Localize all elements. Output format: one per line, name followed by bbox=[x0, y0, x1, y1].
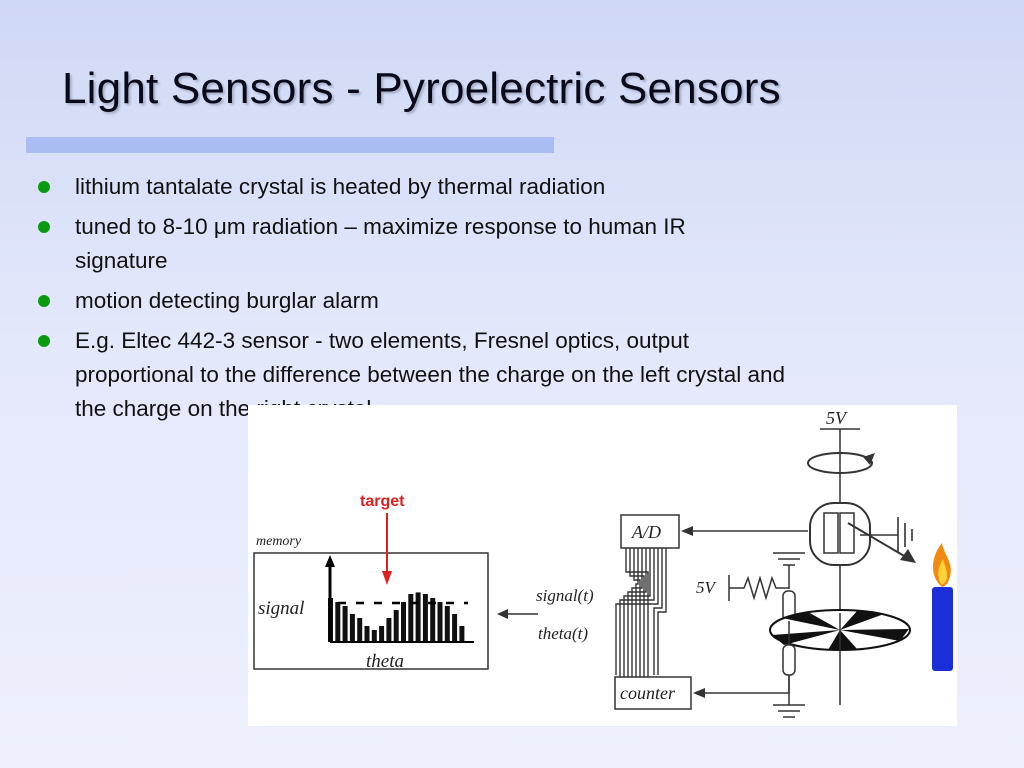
histogram bbox=[328, 592, 465, 642]
resistor-icon bbox=[729, 575, 789, 601]
slide-title: Light Sensors - Pyroelectric Sensors bbox=[62, 64, 781, 113]
histogram-bar bbox=[401, 602, 406, 642]
ground-icon bbox=[773, 704, 805, 718]
counter-input-arrow bbox=[704, 663, 790, 694]
ground-icon bbox=[897, 517, 913, 553]
sensor-diagram: memory signal theta target signal(t) the… bbox=[248, 405, 957, 726]
histogram-bar bbox=[371, 630, 377, 642]
y-axis-arrowhead bbox=[325, 555, 335, 567]
candle-icon bbox=[932, 587, 953, 671]
rotation-arrow-icon bbox=[807, 452, 873, 474]
memory-label: memory bbox=[256, 534, 302, 549]
theta-label: theta bbox=[366, 651, 404, 672]
histogram-bar bbox=[444, 606, 450, 642]
histogram-bar bbox=[422, 594, 428, 642]
bullet-text: tuned to 8-10 μm radiation – maximize re… bbox=[75, 214, 686, 273]
histogram-bar bbox=[408, 594, 414, 642]
histogram-bar bbox=[335, 602, 341, 642]
ad-converter-box bbox=[620, 514, 680, 549]
bullet-dot-icon bbox=[38, 295, 50, 307]
ad-input-arrowhead bbox=[681, 526, 693, 536]
histogram-bar bbox=[415, 592, 421, 642]
bullet-dot-icon bbox=[38, 221, 50, 233]
memory-panel bbox=[253, 552, 489, 670]
bullet-list: lithium tantalate crystal is heated by t… bbox=[38, 170, 798, 432]
bullet-dot-icon bbox=[38, 181, 50, 193]
crystal-right bbox=[839, 512, 855, 554]
ir-ray bbox=[847, 522, 907, 558]
rotation-arrowhead-icon bbox=[863, 453, 875, 465]
voltage-top-label: 5V bbox=[826, 408, 848, 428]
voltage-mid-label: 5V bbox=[696, 578, 718, 597]
histogram-bar bbox=[357, 618, 363, 642]
histogram-bar bbox=[452, 614, 458, 642]
signal-t-label: signal(t) bbox=[536, 586, 594, 605]
title-underline bbox=[26, 137, 554, 153]
flame-core-icon bbox=[938, 559, 948, 585]
bullet-text: lithium tantalate crystal is heated by t… bbox=[75, 174, 606, 199]
sensor-diagram-svg: memory signal theta target signal(t) the… bbox=[253, 408, 953, 718]
photo-interrupter-bottom bbox=[782, 644, 796, 676]
data-bus bbox=[615, 548, 667, 705]
histogram-bar bbox=[437, 602, 443, 642]
ground-icon bbox=[773, 552, 805, 589]
bullet-item: motion detecting burglar alarm bbox=[38, 284, 798, 318]
histogram-bar bbox=[393, 610, 399, 642]
theta-t-label: theta(t) bbox=[538, 624, 588, 643]
counter-input-arrowhead bbox=[693, 688, 705, 698]
target-arrowhead bbox=[382, 571, 392, 585]
counter-label: counter bbox=[620, 683, 676, 703]
histogram-bar bbox=[459, 626, 465, 642]
bullet-text: motion detecting burglar alarm bbox=[75, 288, 379, 313]
histogram-bar bbox=[379, 626, 385, 642]
target-label: target bbox=[360, 493, 405, 510]
histogram-bar bbox=[364, 626, 370, 642]
histogram-bar bbox=[386, 618, 392, 642]
histogram-bar bbox=[430, 598, 436, 642]
histogram-bar bbox=[342, 606, 348, 642]
bullet-dot-icon bbox=[38, 335, 50, 347]
crystal-left bbox=[823, 512, 839, 554]
signal-label: signal bbox=[258, 598, 304, 619]
counter-box bbox=[614, 676, 692, 710]
memory-input-arrowhead bbox=[497, 609, 508, 619]
ad-label: A/D bbox=[631, 522, 661, 542]
bullet-item: tuned to 8-10 μm radiation – maximize re… bbox=[38, 210, 765, 278]
bullet-item: lithium tantalate crystal is heated by t… bbox=[38, 170, 798, 204]
ir-ray-arrowhead bbox=[900, 549, 916, 563]
histogram-bar bbox=[349, 614, 355, 642]
